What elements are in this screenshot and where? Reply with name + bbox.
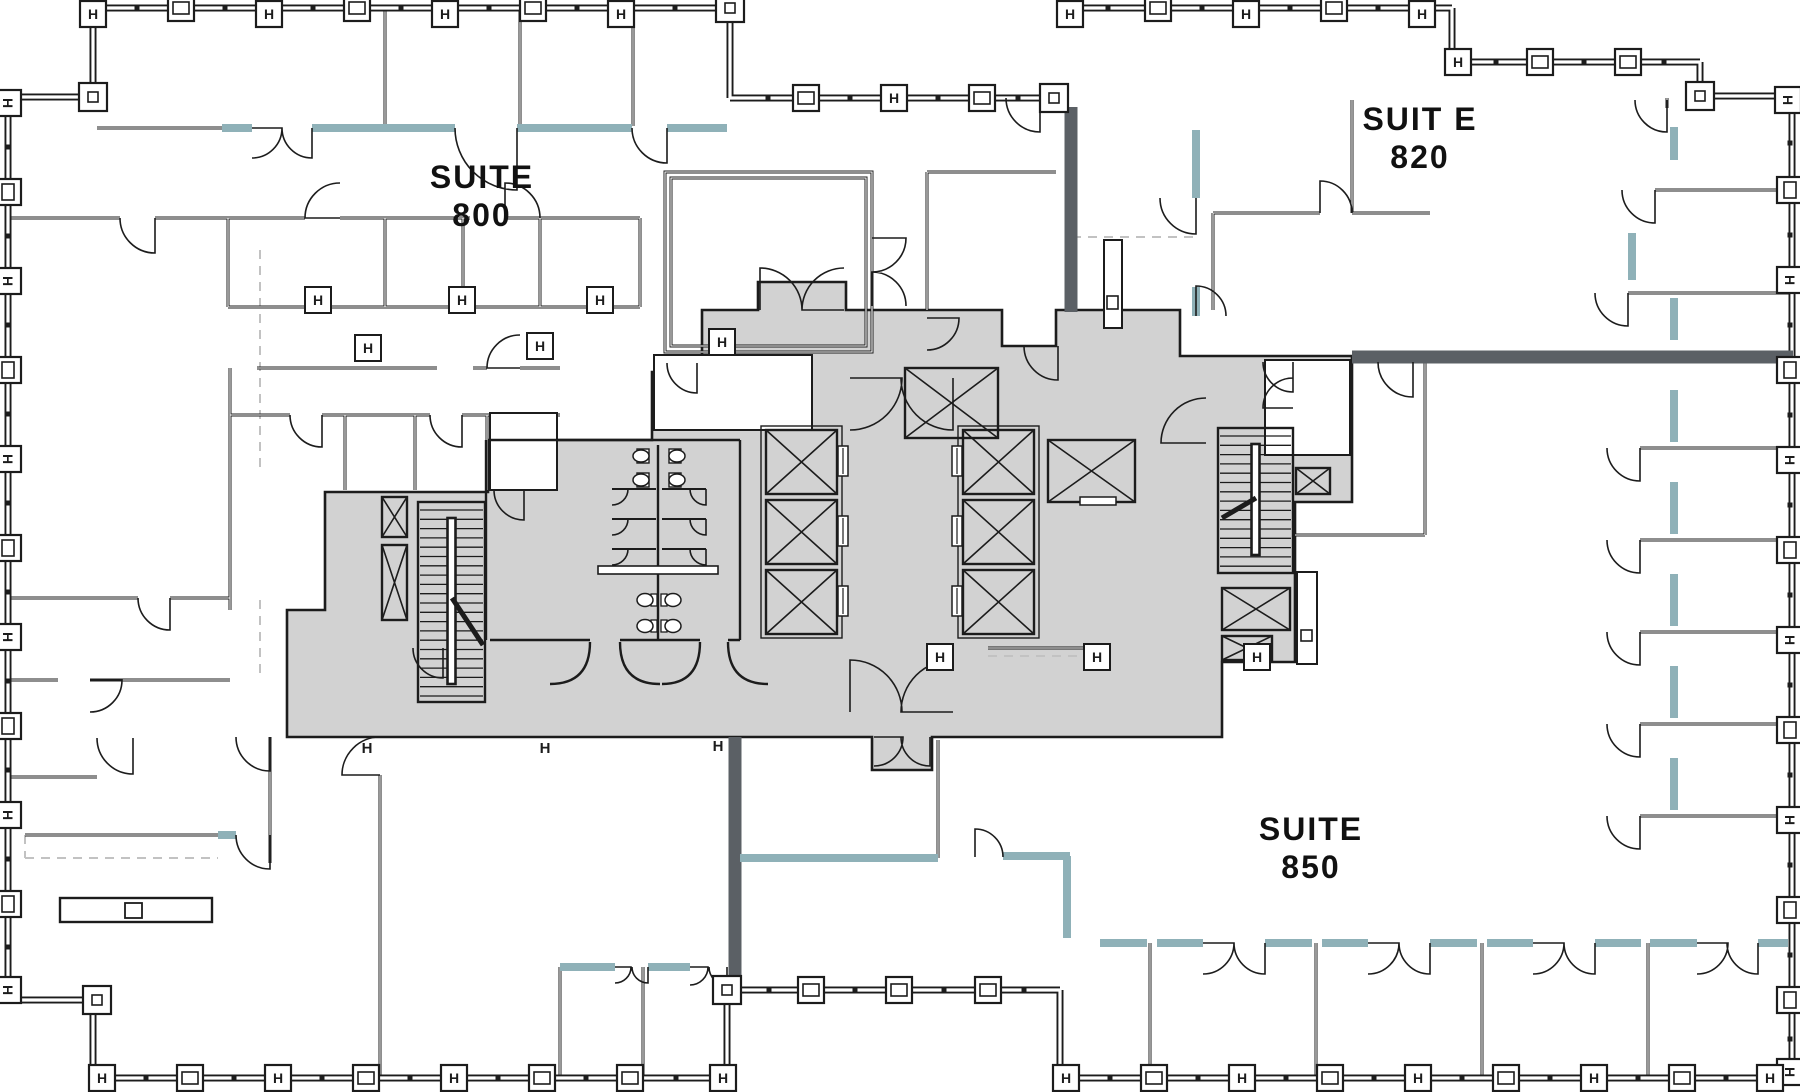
h-column-marker: H xyxy=(87,1063,117,1092)
svg-text:H: H xyxy=(313,292,323,308)
svg-text:H: H xyxy=(1417,6,1427,22)
stairwells xyxy=(416,426,1295,704)
h-column-marker: H xyxy=(0,88,23,118)
h-column-marker: H xyxy=(1775,625,1800,655)
svg-text:H: H xyxy=(363,340,373,356)
svg-text:H: H xyxy=(595,292,605,308)
suite-820-line1: SUIT E xyxy=(1362,101,1477,137)
h-column-marker: H xyxy=(1773,85,1800,115)
svg-text:H: H xyxy=(0,810,16,820)
h-bare-marker: H xyxy=(713,738,724,755)
svg-text:H: H xyxy=(1453,54,1463,70)
svg-text:H: H xyxy=(457,292,467,308)
suite-850-line2: 850 xyxy=(1281,849,1340,885)
h-column-marker: H xyxy=(708,1063,738,1092)
svg-text:H: H xyxy=(1092,649,1102,665)
svg-text:H: H xyxy=(1237,1070,1247,1086)
h-column-marker: H xyxy=(1775,445,1800,475)
svg-text:H: H xyxy=(0,985,16,995)
suite-800-label: SUITE 800 xyxy=(430,159,534,233)
svg-text:H: H xyxy=(0,632,16,642)
h-cabinet-marker: H xyxy=(708,328,736,356)
suite-850-label: SUITE 850 xyxy=(1259,811,1363,885)
svg-text:H: H xyxy=(1782,275,1798,285)
h-column-marker: H xyxy=(1403,1063,1433,1092)
suite-820-line2: 820 xyxy=(1390,139,1449,175)
h-column-marker: H xyxy=(1231,0,1261,29)
svg-text:H: H xyxy=(1782,815,1798,825)
suite-labels: SUITE 800 SUIT E 820 SUITE 850 xyxy=(430,101,1477,885)
h-column-marker: H xyxy=(1051,1063,1081,1092)
h-column-marker: H xyxy=(1775,805,1800,835)
svg-text:H: H xyxy=(1765,1070,1775,1086)
suite-820-label: SUIT E 820 xyxy=(1362,101,1477,175)
h-cabinet-marker: H xyxy=(586,286,614,314)
svg-text:H: H xyxy=(0,276,16,286)
h-column-marker: H xyxy=(1407,0,1437,29)
restroom-fixtures xyxy=(612,448,706,634)
svg-text:H: H xyxy=(1413,1070,1423,1086)
svg-text:H: H xyxy=(935,649,945,665)
svg-text:H: H xyxy=(1782,455,1798,465)
h-column-marker: H xyxy=(0,444,23,474)
svg-text:H: H xyxy=(1782,1067,1798,1077)
suite-800-line1: SUITE xyxy=(430,159,534,195)
h-cabinet-marker: H xyxy=(526,332,554,360)
h-column-marker: H xyxy=(1055,0,1085,29)
h-bare-marker: H xyxy=(540,740,551,757)
svg-text:H: H xyxy=(1065,6,1075,22)
svg-text:H: H xyxy=(1782,635,1798,645)
h-column-marker: H xyxy=(0,266,23,296)
svg-text:H: H xyxy=(0,454,16,464)
h-column-marker: H xyxy=(879,83,909,113)
h-column-marker: H xyxy=(1227,1063,1257,1092)
svg-text:H: H xyxy=(273,1070,283,1086)
svg-text:H: H xyxy=(264,6,274,22)
h-cabinet-marker: H xyxy=(304,286,332,314)
svg-text:H: H xyxy=(1780,95,1796,105)
h-cabinet-marker: H xyxy=(354,334,382,362)
demo-dashed-walls xyxy=(24,236,1193,859)
h-column-marker: H xyxy=(0,622,23,652)
svg-text:H: H xyxy=(97,1070,107,1086)
demising-walls xyxy=(728,107,1793,990)
svg-text:H: H xyxy=(535,338,545,354)
svg-text:H: H xyxy=(440,6,450,22)
svg-text:H: H xyxy=(449,1070,459,1086)
h-column-marker: H xyxy=(0,975,23,1005)
h-column-marker: H xyxy=(1775,265,1800,295)
h-cabinet-marker: H xyxy=(1083,643,1111,671)
svg-text:H: H xyxy=(616,6,626,22)
svg-text:H: H xyxy=(0,98,16,108)
h-column-marker: H xyxy=(1579,1063,1609,1092)
h-cabinet-marker: H xyxy=(448,286,476,314)
h-column-marker: H xyxy=(439,1063,469,1092)
h-column-marker: H xyxy=(1755,1063,1785,1092)
svg-text:H: H xyxy=(88,6,98,22)
suite-800-line2: 800 xyxy=(452,197,511,233)
h-column-marker: H xyxy=(263,1063,293,1092)
h-column-marker: H xyxy=(254,0,284,29)
svg-text:H: H xyxy=(1061,1070,1071,1086)
svg-text:H: H xyxy=(1241,6,1251,22)
svg-text:H: H xyxy=(717,334,727,350)
h-bare-marker: H xyxy=(362,740,373,757)
h-cabinet-marker: H xyxy=(926,643,954,671)
svg-text:H: H xyxy=(1252,649,1262,665)
h-cabinet-marker: H xyxy=(1243,643,1271,671)
h-column-marker: H xyxy=(430,0,460,29)
svg-text:H: H xyxy=(1589,1070,1599,1086)
h-column-marker: H xyxy=(1443,47,1473,77)
elevator-shafts xyxy=(380,366,1332,662)
suite-850-line1: SUITE xyxy=(1259,811,1363,847)
h-column-marker: H xyxy=(606,0,636,29)
h-column-marker: H xyxy=(78,0,108,29)
h-column-marker: H xyxy=(0,800,23,830)
svg-text:H: H xyxy=(718,1070,728,1086)
svg-text:H: H xyxy=(889,90,899,106)
